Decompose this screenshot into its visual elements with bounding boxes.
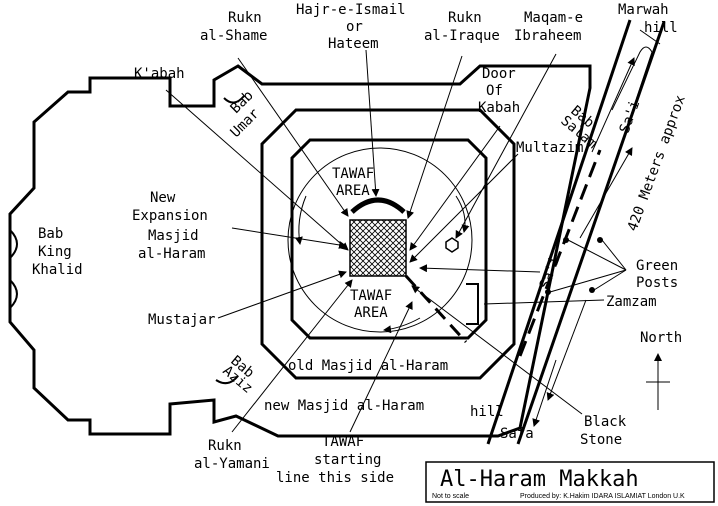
label-tawaf-start-2: starting xyxy=(314,452,381,468)
label-new-expansion-1: New xyxy=(150,190,176,206)
label-rukn-shame-2: al-Shame xyxy=(200,28,267,44)
leader-hajr xyxy=(365,49,380,197)
label-hajr-3: Hateem xyxy=(328,36,379,52)
label-safa: Safa xyxy=(500,426,534,442)
sai-arrow-up-top xyxy=(591,57,635,153)
maqam-ibraheem-icon xyxy=(445,237,459,253)
label-tawaf-start-3: line this side xyxy=(276,470,394,486)
new-masjid-outline xyxy=(8,64,592,438)
label-multazim: Multazim xyxy=(516,140,583,156)
label-rukn-iraque-2: al-Iraque xyxy=(424,28,500,44)
label-bab-king-khalid-1: Bab xyxy=(38,226,63,242)
leader-zamzam-label xyxy=(483,299,605,305)
leader-green-posts-2 xyxy=(601,239,627,271)
tawaf-arrow-bottom xyxy=(383,317,421,334)
gate-bab-umar xyxy=(223,95,245,104)
leader-black-stone xyxy=(411,285,583,415)
marwah-loop xyxy=(611,46,653,131)
label-sai-mid: Sa'i xyxy=(537,254,564,291)
sai-arrow-down-2 xyxy=(532,359,557,427)
label-marwah-2: hill xyxy=(644,20,678,36)
label-tawaf-start-1: TAWAF xyxy=(322,434,364,450)
label-tawaf-area-2b: AREA xyxy=(354,305,388,321)
gate-bab-aziz xyxy=(215,375,239,385)
sai-corridor-left xyxy=(486,19,632,445)
leader-new-expansion xyxy=(231,227,347,249)
tawaf-circle xyxy=(287,147,473,333)
map-title: Al-Haram Makkah xyxy=(440,467,639,492)
label-rukn-yamani-1: Rukn xyxy=(208,438,242,454)
tawaf-arrow-right xyxy=(455,195,470,233)
leader-green-posts-3 xyxy=(549,269,627,293)
sai-arrow-down xyxy=(546,299,587,401)
leader-lines xyxy=(165,29,661,433)
label-hajr-2: or xyxy=(346,19,363,35)
leader-kabah xyxy=(165,89,349,251)
label-rukn-iraque-1: Rukn xyxy=(448,10,482,26)
label-tawaf-area-2a: TAWAF xyxy=(350,288,392,304)
leader-green-posts-4 xyxy=(593,269,627,291)
label-rukn-yamani-2: al-Yamani xyxy=(194,456,270,472)
label-tawaf-area-1a: TAWAF xyxy=(332,166,374,182)
label-new-expansion-2: Expansion xyxy=(132,208,208,224)
gate-king-khalid-top xyxy=(9,229,18,259)
leader-mustajar xyxy=(217,270,347,319)
sai-arrow-up xyxy=(579,147,633,239)
label-maqam-2: Ibraheem xyxy=(514,28,581,44)
leader-maqam xyxy=(455,53,557,239)
leader-zamzam xyxy=(419,264,541,273)
label-mustajar: Mustajar xyxy=(148,312,215,328)
label-maqam-1: Maqam-e xyxy=(524,10,583,26)
label-door-3: Kabah xyxy=(478,100,520,116)
label-sai-top: Sa'i xyxy=(617,98,644,135)
green-post-3 xyxy=(597,237,603,243)
tawaf-starting-line xyxy=(404,274,468,344)
tawaf-arrow-left xyxy=(294,195,307,245)
green-post-4 xyxy=(589,287,595,293)
label-zamzam: Zamzam xyxy=(606,294,657,310)
label-north: North xyxy=(640,330,682,346)
credit-note: Produced by: K.Hakim IDARA ISLAMIAT Lond… xyxy=(520,493,685,500)
leader-rukn-iraque xyxy=(406,55,463,219)
leader-rukn-yamani xyxy=(231,279,353,433)
zamzam-bracket xyxy=(466,283,479,325)
leader-rukn-shame xyxy=(237,57,349,217)
scale-note: Not to scale xyxy=(432,493,469,500)
label-bab-king-khalid-3: Khalid xyxy=(32,262,83,278)
label-rukn-shame-1: Rukn xyxy=(228,10,262,26)
label-bab-king-khalid-2: King xyxy=(38,244,72,260)
old-masjid-outline xyxy=(260,108,516,380)
label-tawaf-area-1b: AREA xyxy=(336,183,370,199)
label-hill: hill xyxy=(470,404,504,420)
hateem-arc xyxy=(350,197,406,214)
leader-green-posts-1 xyxy=(567,239,627,271)
kabah-block xyxy=(349,219,407,277)
label-hajr-1: Hajr-e-Ismail xyxy=(296,2,406,18)
green-post-1 xyxy=(563,237,569,243)
sai-divider xyxy=(518,149,602,357)
label-green-posts-2: Posts xyxy=(636,275,678,291)
label-old-masjid: old Masjid al-Haram xyxy=(288,358,448,374)
label-kabah: K'abah xyxy=(134,66,185,82)
label-black-stone-2: Stone xyxy=(580,432,622,448)
label-door-2: Of xyxy=(486,83,503,99)
label-new-expansion-4: al-Haram xyxy=(138,246,205,262)
green-post-2 xyxy=(545,289,551,295)
title-box xyxy=(425,461,715,503)
label-green-posts-1: Green xyxy=(636,258,678,274)
label-marwah-1: Marwah xyxy=(618,2,669,18)
sai-corridor-right xyxy=(516,21,666,445)
leader-door xyxy=(409,125,501,251)
label-new-masjid: new Masjid al-Haram xyxy=(264,398,424,414)
label-door-1: Door xyxy=(482,66,516,82)
label-black-stone-1: Black xyxy=(584,414,627,430)
gate-king-khalid-bottom xyxy=(9,279,18,309)
leader-tawaf-start xyxy=(349,301,413,433)
leader-multazim xyxy=(409,153,519,263)
leader-marwah xyxy=(639,29,661,45)
label-new-expansion-3: Masjid xyxy=(148,228,199,244)
